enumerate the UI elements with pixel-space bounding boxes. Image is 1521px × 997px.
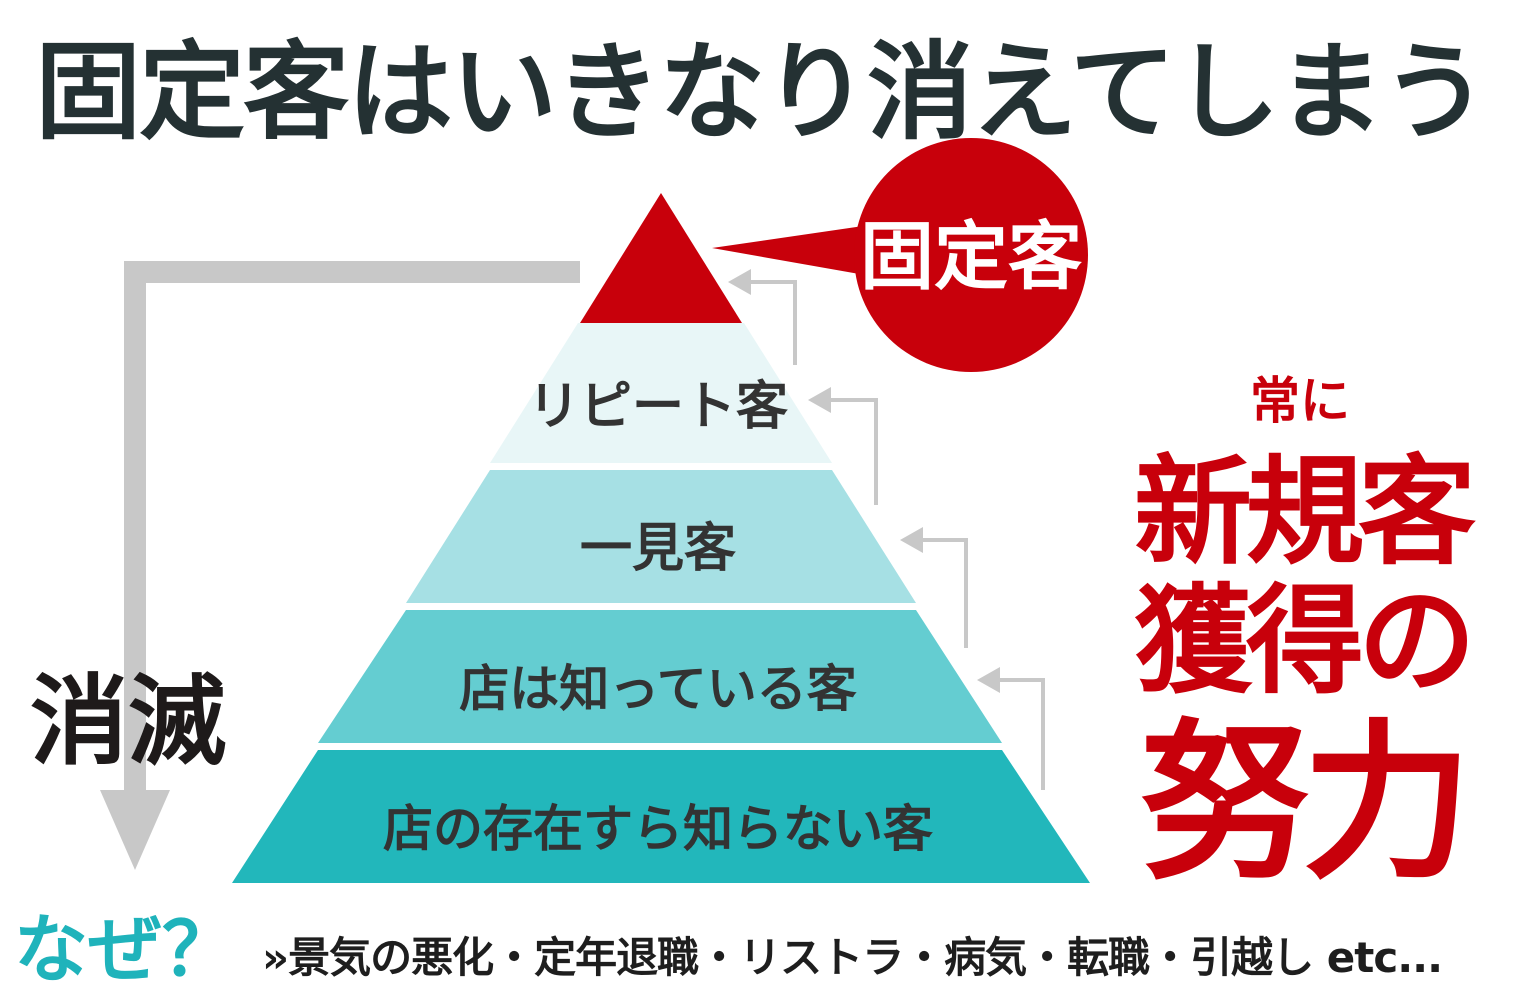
step-arrow-head-1 bbox=[977, 667, 1000, 693]
step-arrow-head-3 bbox=[808, 387, 831, 413]
disappear-label: 消滅 bbox=[30, 665, 226, 779]
page-title: 固定客はいきなり消えてしまう bbox=[35, 31, 1488, 154]
tier-one-time bbox=[406, 470, 916, 603]
tier-label-unaware: 店の存在すら知らない客 bbox=[383, 800, 933, 858]
bubble-tail bbox=[712, 225, 882, 278]
disappear-arrow-line bbox=[124, 261, 580, 790]
step-arrow-line-1 bbox=[995, 678, 1045, 790]
tier-label-aware: 店は知っている客 bbox=[459, 660, 857, 718]
new-customer-label: 新規客 bbox=[1134, 443, 1476, 581]
step-arrow-head-4 bbox=[728, 269, 751, 295]
tier-label-repeat: リピート客 bbox=[528, 377, 788, 437]
loyal-bubble bbox=[854, 138, 1088, 372]
step-arrow-line-3 bbox=[826, 398, 878, 505]
tier-loyal-triangle bbox=[580, 193, 742, 323]
loyal-label: 固定客 bbox=[860, 214, 1082, 300]
tier-repeat bbox=[490, 323, 832, 463]
always-label: 常に bbox=[1250, 372, 1350, 430]
tier-label-one-time: 一見客 bbox=[580, 519, 736, 579]
effort-label: 努力 bbox=[1140, 705, 1464, 903]
acquisition-label: 獲得の bbox=[1134, 572, 1470, 710]
tier-aware bbox=[318, 610, 1002, 743]
why-label: なぜ？ bbox=[14, 907, 236, 993]
tier-unaware bbox=[232, 750, 1090, 883]
step-arrow-line-4 bbox=[745, 280, 797, 365]
step-arrow-head-2 bbox=[900, 527, 923, 553]
step-arrows bbox=[745, 280, 1045, 790]
reasons-text: »景気の悪化・定年退職・リストラ・病気・転職・引越し etc... bbox=[262, 933, 1443, 982]
disappear-arrow-head bbox=[100, 790, 170, 870]
step-arrow-line-2 bbox=[918, 538, 968, 648]
